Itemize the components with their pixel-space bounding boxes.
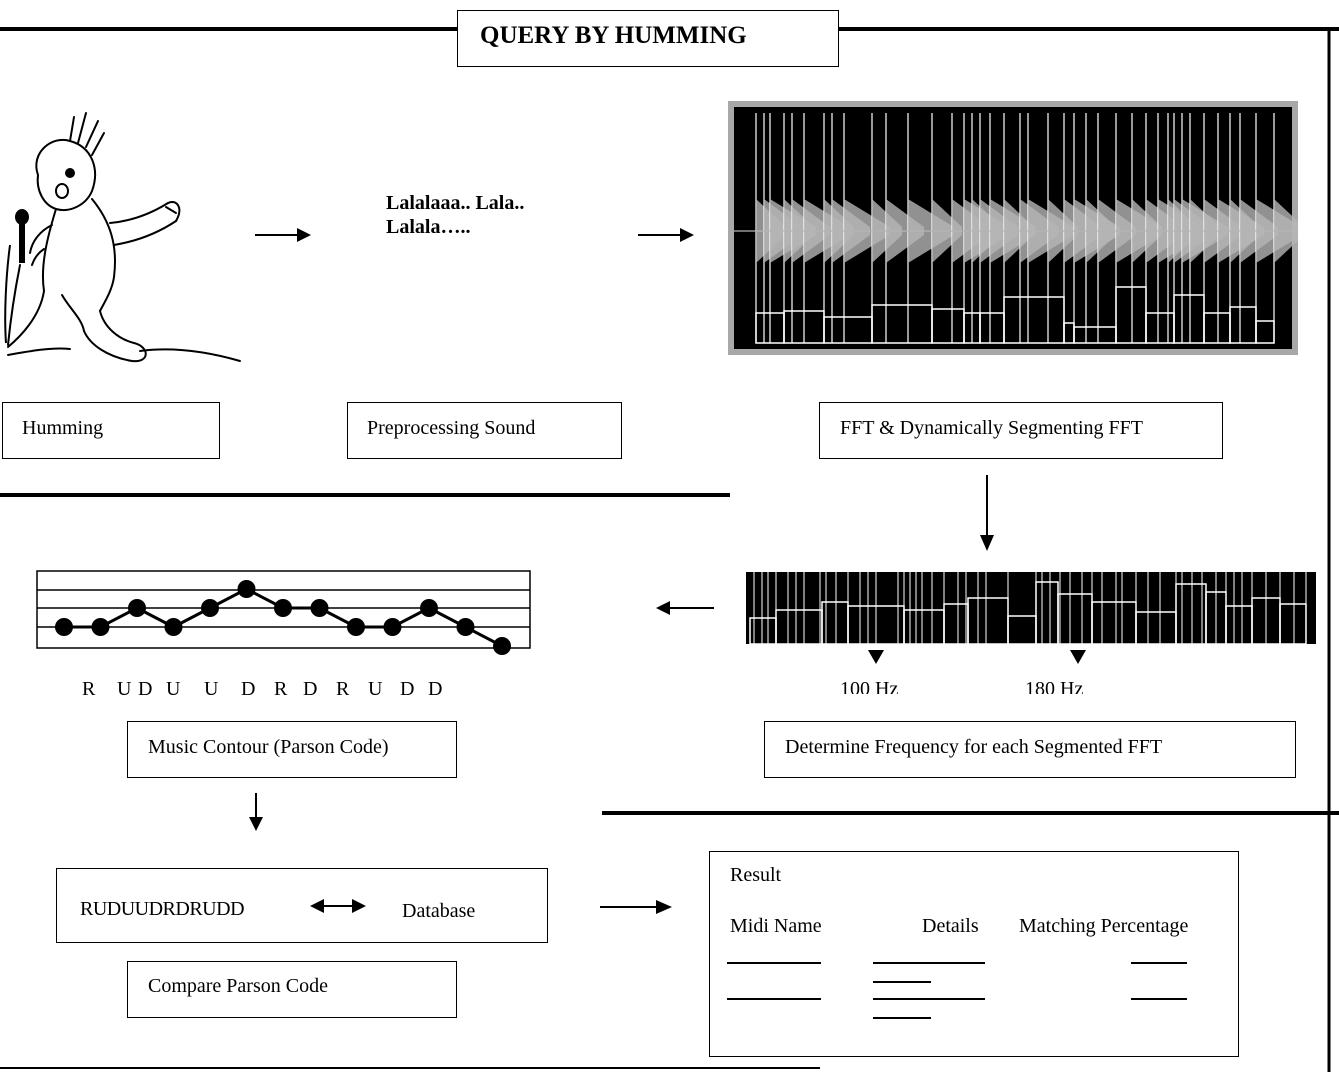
contour-note-dot (201, 599, 219, 617)
parsons-letter: D (428, 678, 443, 696)
frequency-marker-180: 180 Hz (1025, 678, 1084, 694)
arrow-frequency-to-contour (656, 601, 714, 615)
arrow-contour-down (249, 793, 263, 831)
contour-note-dot (91, 618, 110, 636)
frequency-step-label: Determine Frequency for each Segmented F… (785, 736, 1163, 758)
parsons-letter: D (241, 678, 256, 696)
frequency-segment (1279, 603, 1307, 644)
compare-step-box (127, 961, 457, 1018)
compare-step-label: Compare Parson Code (148, 975, 328, 997)
contour-note-dot (493, 637, 511, 655)
humming-step-label: Humming (22, 417, 104, 439)
parsons-letter: U (204, 678, 219, 696)
contour-note-dot (383, 618, 402, 636)
hum-text-line-2: Lalala….. (386, 216, 471, 238)
parsons-letter: D (303, 678, 318, 696)
preprocessing-step-label: Preprocessing Sound (367, 417, 536, 439)
fft-step-label: FFT & Dynamically Segmenting FFT (840, 417, 1143, 439)
fft-step-box (819, 402, 1223, 459)
music-contour-graph (36, 570, 531, 655)
contour-note-dot (310, 599, 329, 617)
result-heading: Result (730, 864, 782, 886)
fft-segmentation-panel (728, 101, 1298, 355)
parsons-letter: R (274, 678, 288, 696)
result-placeholder-lines (727, 962, 1187, 1019)
parsons-letter: D (400, 678, 415, 696)
result-column-matching-percentage: Matching Percentage (1019, 915, 1189, 937)
parsons-letter: R (82, 678, 96, 696)
contour-note-dot (164, 618, 183, 636)
result-column-details: Details (922, 915, 979, 937)
parsons-code-text: RUDUUDRDRUDD (80, 898, 245, 916)
marker-arrow-100hz (868, 650, 884, 664)
preprocessing-step-box (347, 402, 622, 459)
frequency-strip-background (746, 572, 1316, 644)
arrow-compare-to-result (600, 900, 672, 914)
database-label: Database (402, 900, 476, 918)
title-box (457, 10, 839, 67)
contour-note-dot (128, 599, 146, 617)
humming-step-box (2, 402, 220, 459)
contour-note-dot (274, 599, 292, 617)
arrow-fft-down (980, 475, 994, 551)
humming-character-illustration (4, 112, 241, 363)
fft-frequency-segment (1255, 320, 1275, 344)
fft-frequency-segment (1003, 296, 1065, 344)
parsons-letter: U (368, 678, 383, 696)
contour-note-dot (55, 618, 73, 636)
parsons-letter: U (117, 678, 132, 696)
result-column-midi-name: Midi Name (730, 915, 822, 937)
arrow-humming-to-preprocessing (255, 228, 311, 242)
parsons-letter: U (166, 678, 181, 696)
hum-text-line-1: Lalalaaa.. Lala.. (386, 192, 525, 214)
frequency-marker-100: 100 Hz (840, 678, 899, 694)
arrow-preprocessing-to-fft (638, 228, 694, 242)
contour-step-box (127, 721, 457, 778)
contour-note-dot (237, 580, 256, 598)
double-arrow-icon (310, 899, 366, 913)
contour-note-dot (420, 599, 438, 617)
contour-note-dot (456, 618, 475, 636)
parsons-letter: D (138, 678, 153, 696)
frequency-step-box (764, 721, 1296, 778)
result-panel (709, 851, 1239, 1057)
parsons-code-box (56, 868, 548, 943)
marker-arrow-180hz (1070, 650, 1086, 664)
contour-note-dot (347, 618, 365, 636)
contour-step-label: Music Contour (Parson Code) (148, 736, 389, 758)
page-title: QUERY BY HUMMING (480, 22, 747, 49)
segmented-frequency-strip (746, 572, 1316, 644)
parsons-letter: R (336, 678, 350, 696)
